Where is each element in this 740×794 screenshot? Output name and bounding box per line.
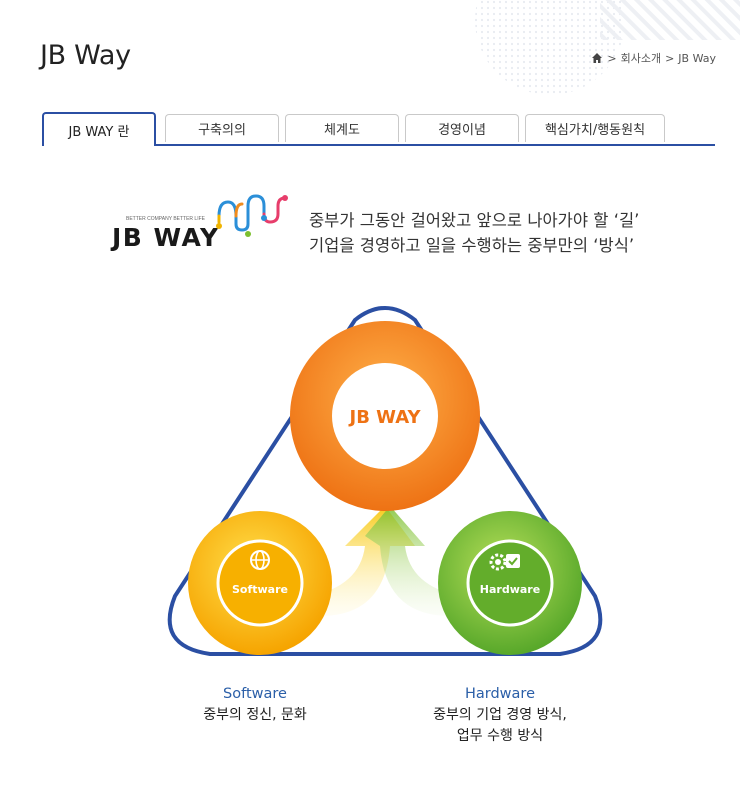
center-label: JB WAY bbox=[348, 407, 422, 428]
intro-line-2: 기업을 경영하고 일을 수행하는 중부만의 ‘방식’ bbox=[309, 236, 635, 255]
intro-line-1: 중부가 그동안 걸어왔고 앞으로 나아가야 할 ‘길’ bbox=[309, 211, 640, 230]
home-icon[interactable] bbox=[591, 52, 603, 64]
intro-text: 중부가 그동안 걸어왔고 앞으로 나아가야 할 ‘길’ 기업을 경영하고 일을 … bbox=[309, 208, 639, 258]
page-title: JB Way bbox=[40, 40, 131, 71]
decorative-pattern bbox=[475, 0, 740, 95]
tab-bar: JB WAY 란 구축의의 체계도 경영이념 핵심가치/행동원칙 bbox=[42, 112, 715, 146]
software-caption-title: Software bbox=[223, 686, 287, 702]
software-caption: Software 중부의 정신, 문화 bbox=[160, 684, 350, 726]
breadcrumb: > 회사소개 > JB Way bbox=[591, 50, 716, 66]
globe-icon bbox=[250, 550, 270, 570]
tab-construction-meaning[interactable]: 구축의의 bbox=[165, 114, 279, 142]
hardware-caption-line-1: 중부의 기업 경영 방식, bbox=[433, 707, 567, 723]
tab-jb-way[interactable]: JB WAY 란 bbox=[42, 112, 156, 146]
breadcrumb-separator: > bbox=[607, 51, 617, 65]
tab-core-values[interactable]: 핵심가치/행동원칙 bbox=[525, 114, 665, 142]
tab-system-chart[interactable]: 체계도 bbox=[285, 114, 399, 142]
gear-check-icon bbox=[489, 553, 520, 571]
breadcrumb-separator: > bbox=[665, 51, 675, 65]
hardware-circle-label: Hardware bbox=[480, 583, 540, 596]
hardware-caption-line-2: 업무 수행 방식 bbox=[456, 728, 544, 744]
breadcrumb-current[interactable]: JB Way bbox=[678, 51, 716, 65]
software-caption-line: 중부의 정신, 문화 bbox=[203, 707, 307, 723]
jb-way-diagram: JB WAY Software Hardware bbox=[167, 306, 603, 656]
tab-management-philosophy[interactable]: 경영이념 bbox=[405, 114, 519, 142]
triangle-frame bbox=[167, 306, 603, 656]
logo-tagline: BETTER COMPANY BETTER LIFE bbox=[126, 216, 206, 222]
hardware-arrow bbox=[365, 506, 460, 616]
breadcrumb-section[interactable]: 회사소개 bbox=[620, 52, 662, 65]
jb-way-logo: BETTER COMPANY BETTER LIFE JB WAY bbox=[110, 194, 288, 252]
logo-wordmark: JB WAY bbox=[110, 223, 220, 252]
hardware-caption: Hardware 중부의 기업 경영 방식, 업무 수행 방식 bbox=[400, 684, 600, 747]
software-circle-label: Software bbox=[232, 583, 288, 596]
hardware-caption-title: Hardware bbox=[464, 686, 535, 702]
